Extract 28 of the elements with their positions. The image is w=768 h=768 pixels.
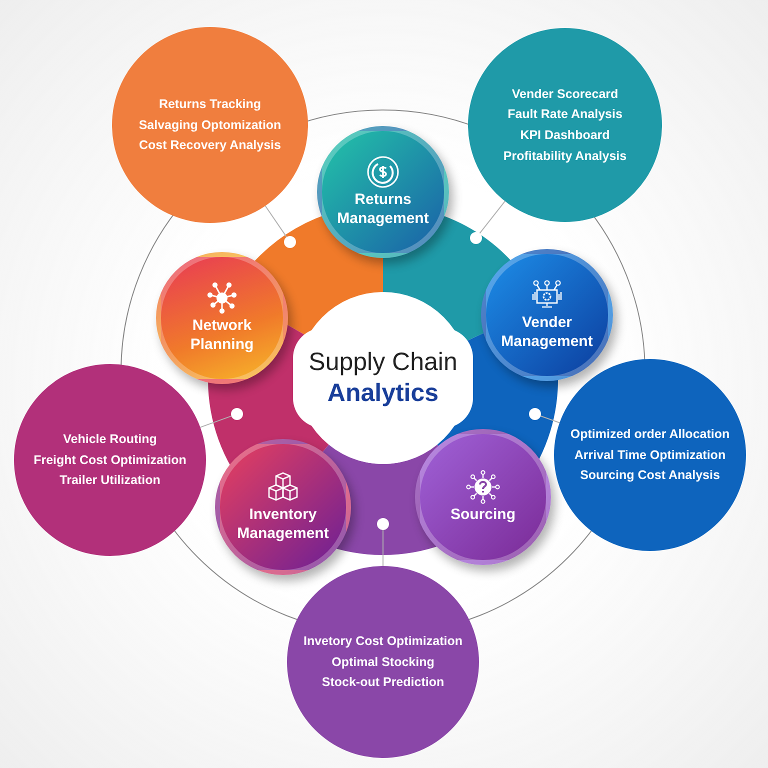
category-label: Network Planning — [189, 317, 255, 355]
detail-item: Vehicle Routing — [63, 431, 157, 448]
detail-item: Cost Recovery Analysis — [139, 137, 281, 154]
leader-line — [264, 205, 288, 238]
category-label: Vender Management — [500, 314, 594, 352]
leader-line — [200, 416, 232, 428]
detail-item: Profitability Analysis — [503, 148, 627, 165]
detail-item: Invetory Cost Optimization — [303, 633, 463, 650]
leader-line — [479, 200, 506, 234]
leader-line — [382, 530, 384, 566]
category-label: Sourcing — [450, 506, 516, 524]
detail-item: Optimal Stocking — [332, 654, 434, 671]
detail-item: Vender Scorecard — [512, 86, 618, 103]
detail-item: Fault Rate Analysis — [508, 106, 622, 124]
hub-subtitle: Analytics — [327, 378, 439, 409]
detail-item: Optimized order Allocation — [570, 426, 730, 444]
detail-item: KPI Dashboard — [520, 127, 610, 144]
detail-item: Sourcing Cost Analysis — [580, 467, 720, 484]
detail-item: Returns Tracking — [158, 96, 262, 114]
leader-line — [540, 416, 560, 424]
category-label: Returns Management — [336, 191, 430, 229]
hub-title: Supply Chain — [308, 346, 458, 378]
category-label: Inventory Management — [236, 506, 330, 544]
detail-item: Salvaging Optomization — [138, 116, 282, 134]
detail-item: Freight Cost Optimization — [34, 452, 186, 469]
detail-item: Arrival Time Optimization — [574, 446, 726, 464]
detail-item: Trailer Utilization — [60, 472, 160, 490]
detail-item: Stock-out Prediction — [322, 674, 444, 692]
